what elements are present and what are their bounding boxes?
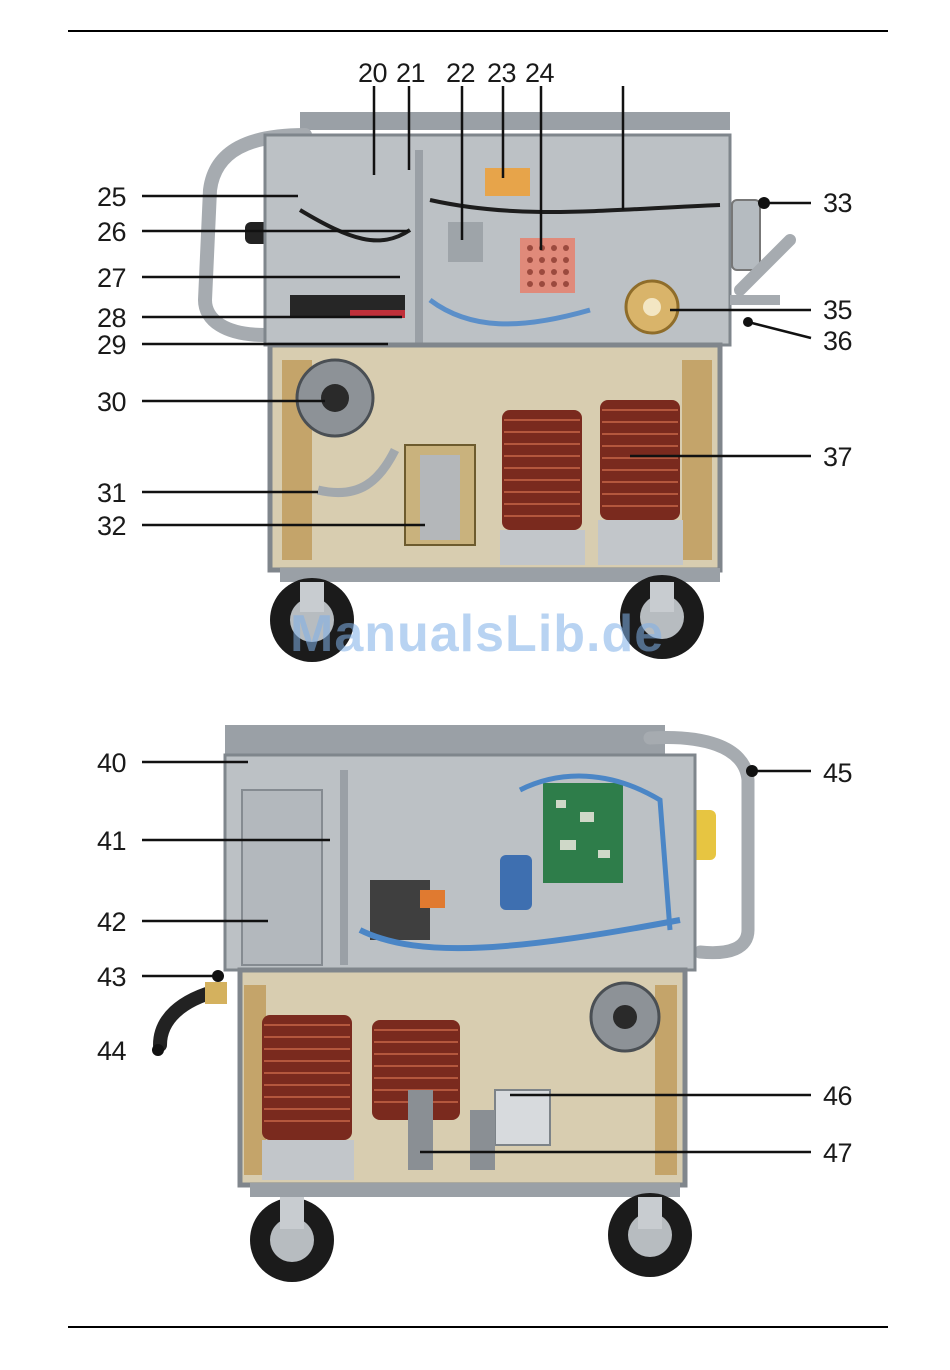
callout-36: 36 [823,328,852,355]
callout-21: 21 [396,60,425,87]
callout-37: 37 [823,444,852,471]
callout-33: 33 [823,190,852,217]
callout-26: 26 [97,219,126,246]
callout-22: 22 [446,60,475,87]
callout-28: 28 [97,305,126,332]
callout-45: 45 [823,760,852,787]
callout-35: 35 [823,297,852,324]
callout-20: 20 [358,60,387,87]
watermark: ManualsLib.de [290,604,664,664]
callout-43: 43 [97,964,126,991]
callout-32: 32 [97,513,126,540]
callout-31: 31 [97,480,126,507]
callout-24: 24 [525,60,554,87]
callout-25: 25 [97,184,126,211]
callout-42: 42 [97,909,126,936]
callout-29: 29 [97,332,126,359]
callout-23: 23 [487,60,516,87]
callout-46: 46 [823,1083,852,1110]
callout-41: 41 [97,828,126,855]
bottom-machine-illustration [160,725,748,1282]
top-machine-illustration [205,112,790,662]
callout-47: 47 [823,1140,852,1167]
callout-40: 40 [97,750,126,777]
callout-27: 27 [97,265,126,292]
callout-44: 44 [97,1038,126,1065]
callout-30: 30 [97,389,126,416]
